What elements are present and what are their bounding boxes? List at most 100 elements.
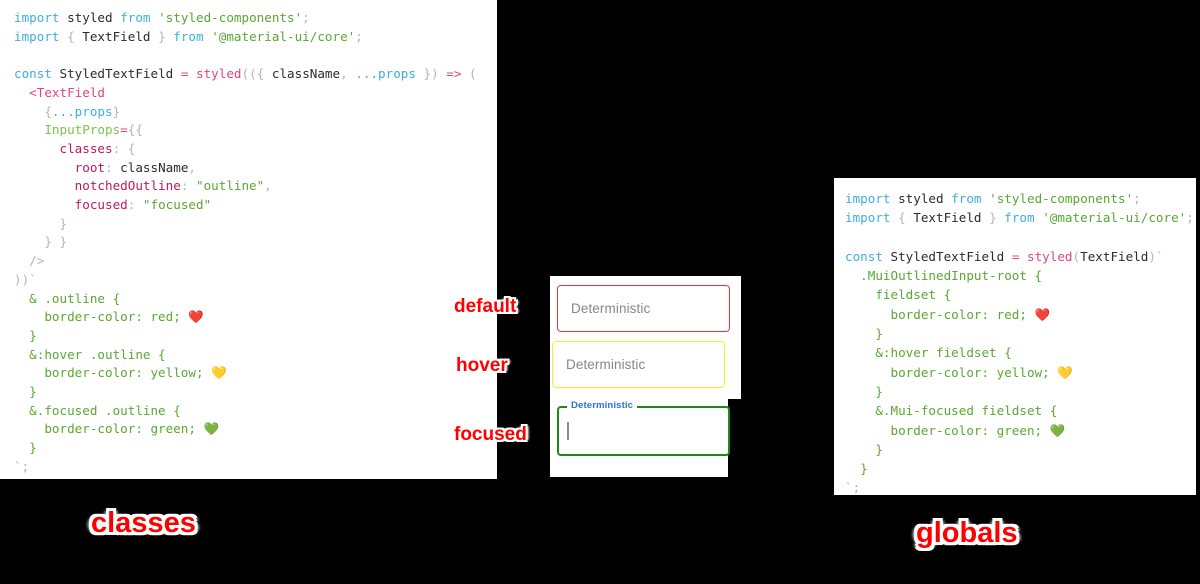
- code-line: const StyledTextField = styled(TextField…: [845, 247, 1196, 266]
- code-token: styled: [196, 66, 242, 82]
- code-token: }: [845, 461, 868, 477]
- code-token: 💚: [1049, 422, 1066, 438]
- code-token: }: [14, 327, 37, 343]
- code-token: />: [14, 253, 45, 269]
- code-token: import: [14, 10, 60, 25]
- code-token: ...props: [51, 103, 113, 119]
- code-token: '@material-ui/core': [211, 28, 356, 44]
- code-line: border-color: red; ❤️: [845, 305, 1196, 324]
- code-line: border-color: green; 💚: [14, 420, 497, 439]
- code-token: const: [14, 66, 52, 82]
- code-token: }): [415, 66, 447, 82]
- code-token: StyledTextField: [882, 248, 1012, 264]
- code-token: styled: [890, 191, 952, 206]
- callout-default: default: [454, 296, 517, 317]
- code-token: [151, 10, 159, 25]
- code-token: {: [14, 103, 52, 119]
- code-line: border-color: red; ❤️: [14, 308, 497, 327]
- panel-label-globals: globals: [916, 517, 1018, 549]
- code-token: focused: [14, 197, 128, 213]
- code-token: }: [845, 326, 883, 342]
- code-token: =: [180, 66, 189, 82]
- code-token: className: [120, 159, 189, 175]
- code-token: [1019, 249, 1027, 264]
- code-token: }: [150, 28, 174, 44]
- code-token: "outline": [195, 178, 265, 194]
- code-token: '@material-ui/core': [1042, 210, 1187, 226]
- code-token: `;: [845, 480, 861, 495]
- code-line: notchedOutline: "outline",: [14, 177, 497, 196]
- code-token: const: [845, 248, 883, 264]
- code-line: }: [845, 382, 1196, 401]
- code-token: =>: [446, 66, 462, 82]
- code-token: [188, 66, 196, 81]
- code-token: ,: [340, 66, 356, 82]
- code-line: border-color: green; 💚: [845, 421, 1196, 440]
- code-token: 'styled-components': [989, 191, 1134, 206]
- code-line: &.focused .outline {: [14, 402, 497, 421]
- code-token: <TextField: [29, 84, 105, 100]
- code-token: classes: [14, 140, 113, 156]
- code-token: border-color: green;: [14, 421, 204, 437]
- code-line: }: [14, 327, 497, 346]
- code-token: &.focused .outline {: [14, 402, 181, 418]
- code-token: {{: [127, 122, 143, 138]
- code-line: {...props}: [14, 103, 497, 122]
- code-panel-globals: import styled from 'styled-components';i…: [834, 178, 1196, 495]
- code-line: fieldset {: [845, 285, 1196, 304]
- code-line: ))`: [14, 271, 497, 290]
- code-token: ;: [355, 28, 363, 44]
- code-line: `;: [845, 478, 1196, 495]
- code-token: notchedOutline: [14, 178, 181, 194]
- code-token: }: [845, 441, 883, 457]
- panel-label-classes: classes: [91, 507, 196, 539]
- code-token: StyledTextField: [51, 66, 181, 82]
- text-caret: [567, 422, 569, 440]
- code-line: &.Mui-focused fieldset {: [845, 401, 1196, 420]
- code-line: }: [14, 439, 497, 458]
- code-panel-classes: import styled from 'styled-components';i…: [0, 0, 497, 479]
- code-token: `;: [14, 458, 30, 474]
- code-token: border-color: yellow;: [845, 364, 1058, 380]
- textfield-hover[interactable]: Deterministic: [552, 341, 725, 388]
- callout-focused: focused: [454, 424, 527, 445]
- code-line: }: [845, 440, 1196, 459]
- code-token: fieldset {: [845, 287, 952, 303]
- textfield-default-value: Deterministic: [571, 301, 651, 316]
- code-token: =: [1011, 248, 1020, 264]
- code-line: [845, 228, 1196, 247]
- code-line: const StyledTextField = styled(({ classN…: [14, 65, 497, 84]
- code-token: [14, 85, 29, 100]
- code-token: 💚: [203, 421, 220, 437]
- code-token: )`: [1148, 248, 1164, 264]
- textfield-focused[interactable]: [557, 406, 730, 456]
- callout-hover: hover: [456, 355, 508, 376]
- textfield-default[interactable]: Deterministic: [557, 285, 730, 332]
- code-line: import { TextField } from '@material-ui/…: [14, 28, 497, 47]
- code-token: ,: [264, 178, 272, 194]
- code-token: className: [271, 66, 341, 82]
- code-token: InputProps: [14, 122, 121, 138]
- code-token: border-color: yellow;: [14, 365, 212, 381]
- code-line: `;: [14, 458, 497, 477]
- textfield-hover-value: Deterministic: [566, 357, 646, 372]
- code-line: }: [14, 383, 497, 402]
- code-token: border-color: red;: [14, 309, 189, 325]
- code-line: import styled from 'styled-components';: [845, 189, 1196, 208]
- code-line: } }: [14, 233, 497, 252]
- code-token: ))`: [14, 271, 37, 287]
- code-token: import: [14, 28, 60, 44]
- code-token: }: [112, 103, 121, 119]
- code-token: ;: [302, 10, 310, 25]
- code-token: :: [127, 197, 143, 213]
- code-token: styled: [1027, 248, 1073, 264]
- code-line: import { TextField } from '@material-ui/…: [845, 208, 1196, 227]
- textfield-focused-floating-label: Deterministic: [567, 400, 638, 411]
- code-token: ,: [188, 159, 197, 175]
- code-line: }: [845, 459, 1196, 478]
- code-token: root: [14, 159, 105, 175]
- code-line: InputProps={{: [14, 121, 497, 140]
- code-line: />: [14, 252, 497, 271]
- code-token: &:hover .outline {: [14, 346, 166, 362]
- code-token: TextField: [82, 28, 151, 44]
